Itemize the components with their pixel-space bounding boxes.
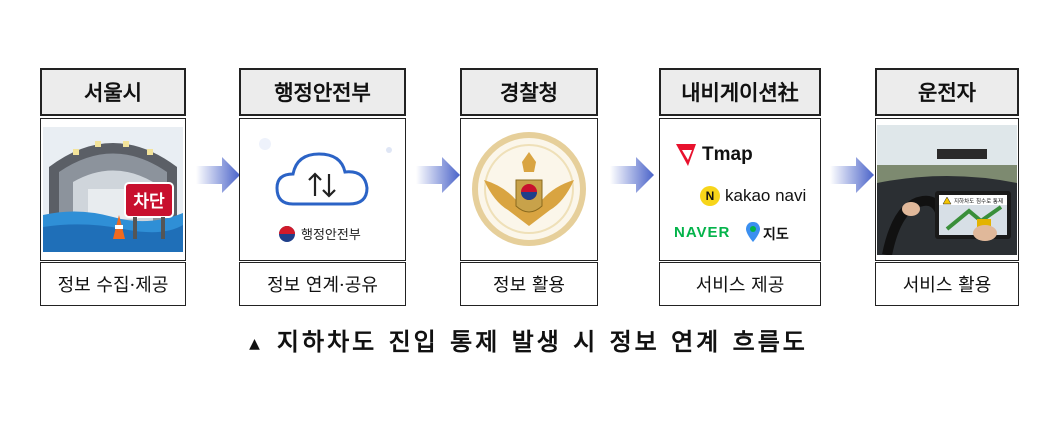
card-footer-navi: 서비스 제공: [659, 262, 821, 306]
card-image-driver: 지하차도 침수로 통제: [875, 118, 1019, 261]
card-footer-police: 정보 활용: [460, 262, 598, 306]
card-header-seoul: 서울시: [40, 68, 186, 116]
card-image-tunnel-flood: 차단: [40, 118, 186, 261]
flow-arrow-icon: [416, 157, 460, 193]
card-footer-mois: 정보 연계·공유: [239, 262, 406, 306]
block-sign-text: 차단: [133, 192, 165, 212]
tunnel-flood-illustration: 차단: [43, 127, 183, 252]
police-emblem-icon: [472, 132, 586, 246]
caption-triangle-marker: ▲: [249, 335, 263, 352]
card-image-police-emblem: [460, 118, 598, 261]
card-header-mois: 행정안전부: [239, 68, 406, 116]
naver-map-suffix: 지도: [763, 226, 789, 243]
cloud-icon: [274, 152, 369, 206]
card-image-cloud: 행정안전부: [239, 118, 406, 261]
card-header-navi: 내비게이션社: [659, 68, 821, 116]
flow-arrow-icon: [830, 157, 874, 193]
card-header-driver: 운전자: [875, 68, 1019, 116]
card-header-police: 경찰청: [460, 68, 598, 116]
diagram-caption: ▲ 지하차도 진입 통제 발생 시 정보 연계 흐름도: [0, 322, 1057, 357]
card-image-navi-brands: Tmap N kakao navi NAVER 지도: [659, 118, 821, 261]
flow-arrow-icon: [610, 157, 654, 193]
cloud-sync-illustration: 행정안전부: [258, 138, 392, 243]
alert-screen-text: 지하차도 침수로 통제: [954, 197, 1003, 205]
tmap-logo-icon: [676, 143, 696, 166]
tmap-logo-text: Tmap: [702, 143, 753, 165]
kakao-logo-icon: N: [700, 185, 720, 206]
kakao-logo-text: kakao navi: [725, 185, 807, 205]
card-footer-driver: 서비스 활용: [875, 262, 1019, 306]
driver-navigation-illustration: 지하차도 침수로 통제: [877, 124, 1017, 255]
card-footer-seoul: 정보 수집·제공: [40, 262, 186, 306]
naver-logo-text: NAVER: [674, 223, 731, 241]
caption-text: 지하차도 진입 통제 발생 시 정보 연계 흐름도: [276, 327, 808, 356]
map-pin-icon: [746, 221, 760, 242]
ministry-logo-text: 행정안전부: [301, 227, 361, 243]
flow-arrow-icon: [196, 157, 240, 193]
